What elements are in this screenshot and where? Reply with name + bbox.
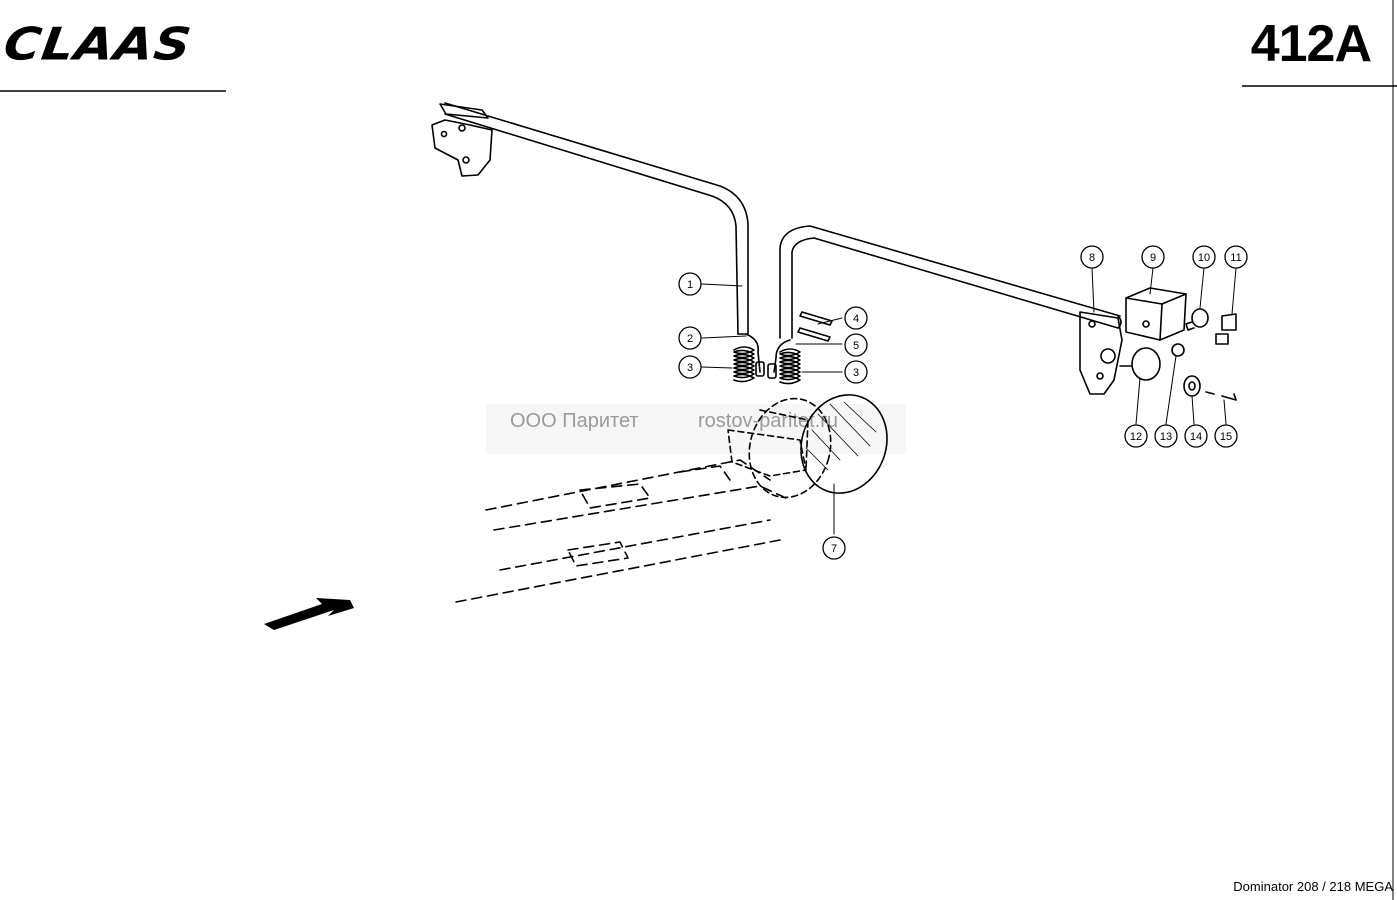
callout-circle-14 xyxy=(1184,424,1208,448)
watermark-company: ООО Паритет xyxy=(510,410,639,432)
rod-left-part-1 xyxy=(444,102,749,335)
callout-label-9: 9 xyxy=(1150,252,1156,264)
lamp-housing-part-9 xyxy=(1125,287,1187,341)
callout-circle-2 xyxy=(678,326,702,350)
knob-part-13 xyxy=(1171,343,1185,357)
callout-label-5: 5 xyxy=(853,340,859,352)
left-mount-bracket xyxy=(431,103,493,177)
callout-circle-13 xyxy=(1154,424,1178,448)
page-number: 412A xyxy=(1250,15,1372,73)
leader-lines xyxy=(701,267,1237,535)
callout-circle-3a xyxy=(678,355,702,379)
callout-circle-3b xyxy=(844,360,868,384)
callout-label-10: 10 xyxy=(1198,252,1210,264)
spring-left-part-3 xyxy=(733,346,765,383)
callout-circle-4 xyxy=(844,306,868,330)
callout-circle-1 xyxy=(678,272,702,296)
callout-circle-7 xyxy=(822,536,846,560)
watermark-site: rostov-paritet.ru xyxy=(698,410,839,432)
mirror-part-7 xyxy=(800,394,888,494)
right-mount-bracket-part-8 xyxy=(1079,311,1123,395)
callout-circle-8 xyxy=(1080,245,1104,269)
bulb-part-10 xyxy=(1185,308,1209,331)
pins-part-4 xyxy=(797,311,833,342)
nut-part-14 xyxy=(1183,375,1201,397)
lens-part-12 xyxy=(1119,347,1161,381)
watermark-band xyxy=(486,404,906,454)
callout-label-13: 13 xyxy=(1160,431,1172,443)
callout-label-7: 7 xyxy=(831,543,837,555)
callout-circle-10 xyxy=(1192,245,1216,269)
direction-arrow-icon xyxy=(264,598,354,630)
callout-circle-11 xyxy=(1224,245,1248,269)
callout-label-2: 2 xyxy=(687,333,693,345)
hook-part-5 xyxy=(773,339,791,373)
callout-label-14: 14 xyxy=(1190,431,1202,443)
callout-circle-9 xyxy=(1141,245,1165,269)
callout-label-12: 12 xyxy=(1130,431,1142,443)
spring-right-part-3 xyxy=(767,348,801,385)
callout-label-1: 1 xyxy=(687,279,693,291)
callout-circle-5 xyxy=(844,333,868,357)
model-footer: Dominator 208 / 218 MEGA xyxy=(1233,879,1393,894)
callout-circle-12 xyxy=(1124,424,1148,448)
boom-dashed-outline xyxy=(455,459,791,603)
callout-label-8: 8 xyxy=(1089,252,1095,264)
mirror-mount-dashed xyxy=(727,397,832,499)
callout-label-3b: 3 xyxy=(853,367,859,379)
screw-part-15 xyxy=(1205,391,1237,401)
connector-part-11 xyxy=(1215,313,1237,345)
hook-part-2 xyxy=(745,333,761,373)
callout-label-15: 15 xyxy=(1220,431,1232,443)
callout-label-3a: 3 xyxy=(687,362,693,374)
callout-label-4: 4 xyxy=(853,313,859,325)
callout-circle-15 xyxy=(1214,424,1238,448)
callout-label-11: 11 xyxy=(1230,252,1241,264)
